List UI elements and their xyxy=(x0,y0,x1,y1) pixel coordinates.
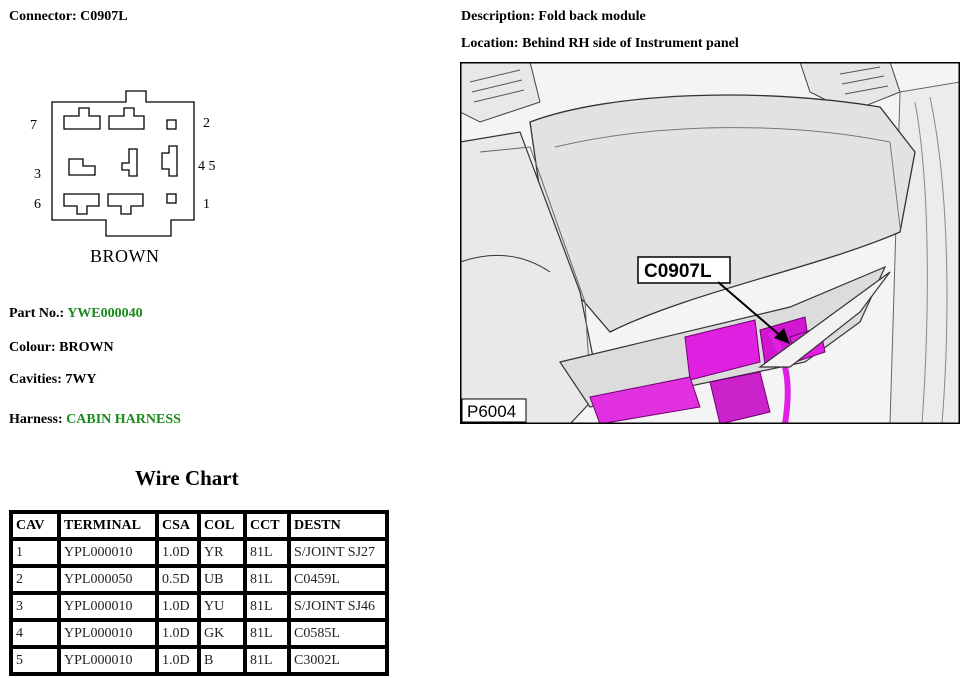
header-terminal: TERMINAL xyxy=(59,512,157,539)
header-destn: DESTN xyxy=(289,512,387,539)
cell-cav: 2 xyxy=(11,566,59,593)
connector-housing xyxy=(51,90,195,237)
cell-cav: 3 xyxy=(11,593,59,620)
harness-value[interactable]: CABIN HARNESS xyxy=(66,412,181,427)
table-row: 5 YPL000010 1.0D B 81L C3002L xyxy=(11,647,387,674)
pin-label-4-5: 4 5 xyxy=(198,159,216,174)
header-cct: CCT xyxy=(245,512,289,539)
cell-destn: C0585L xyxy=(289,620,387,647)
cell-destn: S/JOINT SJ27 xyxy=(289,539,387,566)
cell-terminal: YPL000050 xyxy=(59,566,157,593)
pin-label-3: 3 xyxy=(34,167,41,182)
header-cav: CAV xyxy=(11,512,59,539)
cell-csa: 0.5D xyxy=(157,566,199,593)
cell-cct: 81L xyxy=(245,566,289,593)
harness-label: Harness: xyxy=(9,412,63,427)
pin-label-7: 7 xyxy=(30,118,37,133)
cavity-1 xyxy=(166,193,177,204)
header-col: COL xyxy=(199,512,245,539)
cell-col: GK xyxy=(199,620,245,647)
cell-cct: 81L xyxy=(245,593,289,620)
callout-text: C0907L xyxy=(644,261,712,282)
location-value: Behind RH side of Instrument panel xyxy=(522,36,739,51)
callout-leader xyxy=(717,281,783,338)
cavities-line: Cavities: 7WY xyxy=(9,372,97,388)
cell-terminal: YPL000010 xyxy=(59,593,157,620)
cavity-2 xyxy=(166,119,177,130)
table-row: 2 YPL000050 0.5D UB 81L C0459L xyxy=(11,566,387,593)
cell-destn: S/JOINT SJ46 xyxy=(289,593,387,620)
cavities-value: 7WY xyxy=(65,372,97,387)
header-csa: CSA xyxy=(157,512,199,539)
connector-face-diagram: 7 2 3 4 5 6 1 BROWN xyxy=(30,90,216,266)
cavity-3 xyxy=(68,158,96,176)
cell-cct: 81L xyxy=(245,620,289,647)
cell-col: B xyxy=(199,647,245,674)
connector-colour-text: BROWN xyxy=(90,246,160,266)
cavity-5 xyxy=(161,145,178,177)
pin-label-1: 1 xyxy=(203,197,210,212)
cell-cav: 5 xyxy=(11,647,59,674)
colour-label: Colour: xyxy=(9,340,56,355)
connector-value: C0907L xyxy=(80,9,128,24)
cell-cav: 4 xyxy=(11,620,59,647)
wire-chart-table: CAV TERMINAL CSA COL CCT DESTN 1 YPL0000… xyxy=(9,510,389,676)
cell-col: UB xyxy=(199,566,245,593)
connector-label: Connector: xyxy=(9,9,77,24)
cavity-top-mid xyxy=(108,107,145,130)
cell-terminal: YPL000010 xyxy=(59,620,157,647)
pin-label-6: 6 xyxy=(34,197,41,212)
callout-box xyxy=(637,256,731,284)
cell-cct: 81L xyxy=(245,539,289,566)
pin-label-2: 2 xyxy=(203,116,210,131)
location-illustration: C0907L P6004 xyxy=(460,62,960,424)
cell-terminal: YPL000010 xyxy=(59,647,157,674)
colour-value: BROWN xyxy=(59,340,114,355)
cell-csa: 1.0D xyxy=(157,647,199,674)
cell-cav: 1 xyxy=(11,539,59,566)
part-no-label: Part No.: xyxy=(9,306,65,321)
part-no-line: Part No.: YWE000040 xyxy=(9,306,143,322)
connector-line: Connector: C0907L xyxy=(9,9,128,25)
cell-col: YU xyxy=(199,593,245,620)
cell-terminal: YPL000010 xyxy=(59,539,157,566)
cavity-bottom-mid xyxy=(107,193,144,215)
part-no-value[interactable]: YWE000040 xyxy=(67,306,143,321)
cell-csa: 1.0D xyxy=(157,593,199,620)
wire-chart-title: Wire Chart xyxy=(135,466,239,490)
description-line: Description: Fold back module xyxy=(461,9,646,25)
figure-id-text: P6004 xyxy=(467,402,516,421)
location-line: Location: Behind RH side of Instrument p… xyxy=(461,36,739,52)
colour-line: Colour: BROWN xyxy=(9,340,114,356)
cavity-6 xyxy=(63,193,100,215)
cell-csa: 1.0D xyxy=(157,539,199,566)
cell-col: YR xyxy=(199,539,245,566)
cell-destn: C0459L xyxy=(289,566,387,593)
description-value: Fold back module xyxy=(538,9,646,24)
cell-cct: 81L xyxy=(245,647,289,674)
cavity-7 xyxy=(63,107,101,130)
table-row: 4 YPL000010 1.0D GK 81L C0585L xyxy=(11,620,387,647)
cell-csa: 1.0D xyxy=(157,620,199,647)
location-label: Location: xyxy=(461,36,519,51)
wire-chart-header-row: CAV TERMINAL CSA COL CCT DESTN xyxy=(11,512,387,539)
callout-arrowhead xyxy=(774,328,790,344)
description-label: Description: xyxy=(461,9,535,24)
table-row: 3 YPL000010 1.0D YU 81L S/JOINT SJ46 xyxy=(11,593,387,620)
figure-id-box xyxy=(461,398,527,423)
cell-destn: C3002L xyxy=(289,647,387,674)
cavities-label: Cavities: xyxy=(9,372,62,387)
table-row: 1 YPL000010 1.0D YR 81L S/JOINT SJ27 xyxy=(11,539,387,566)
cavity-4 xyxy=(121,148,138,177)
harness-line: Harness: CABIN HARNESS xyxy=(9,412,181,428)
